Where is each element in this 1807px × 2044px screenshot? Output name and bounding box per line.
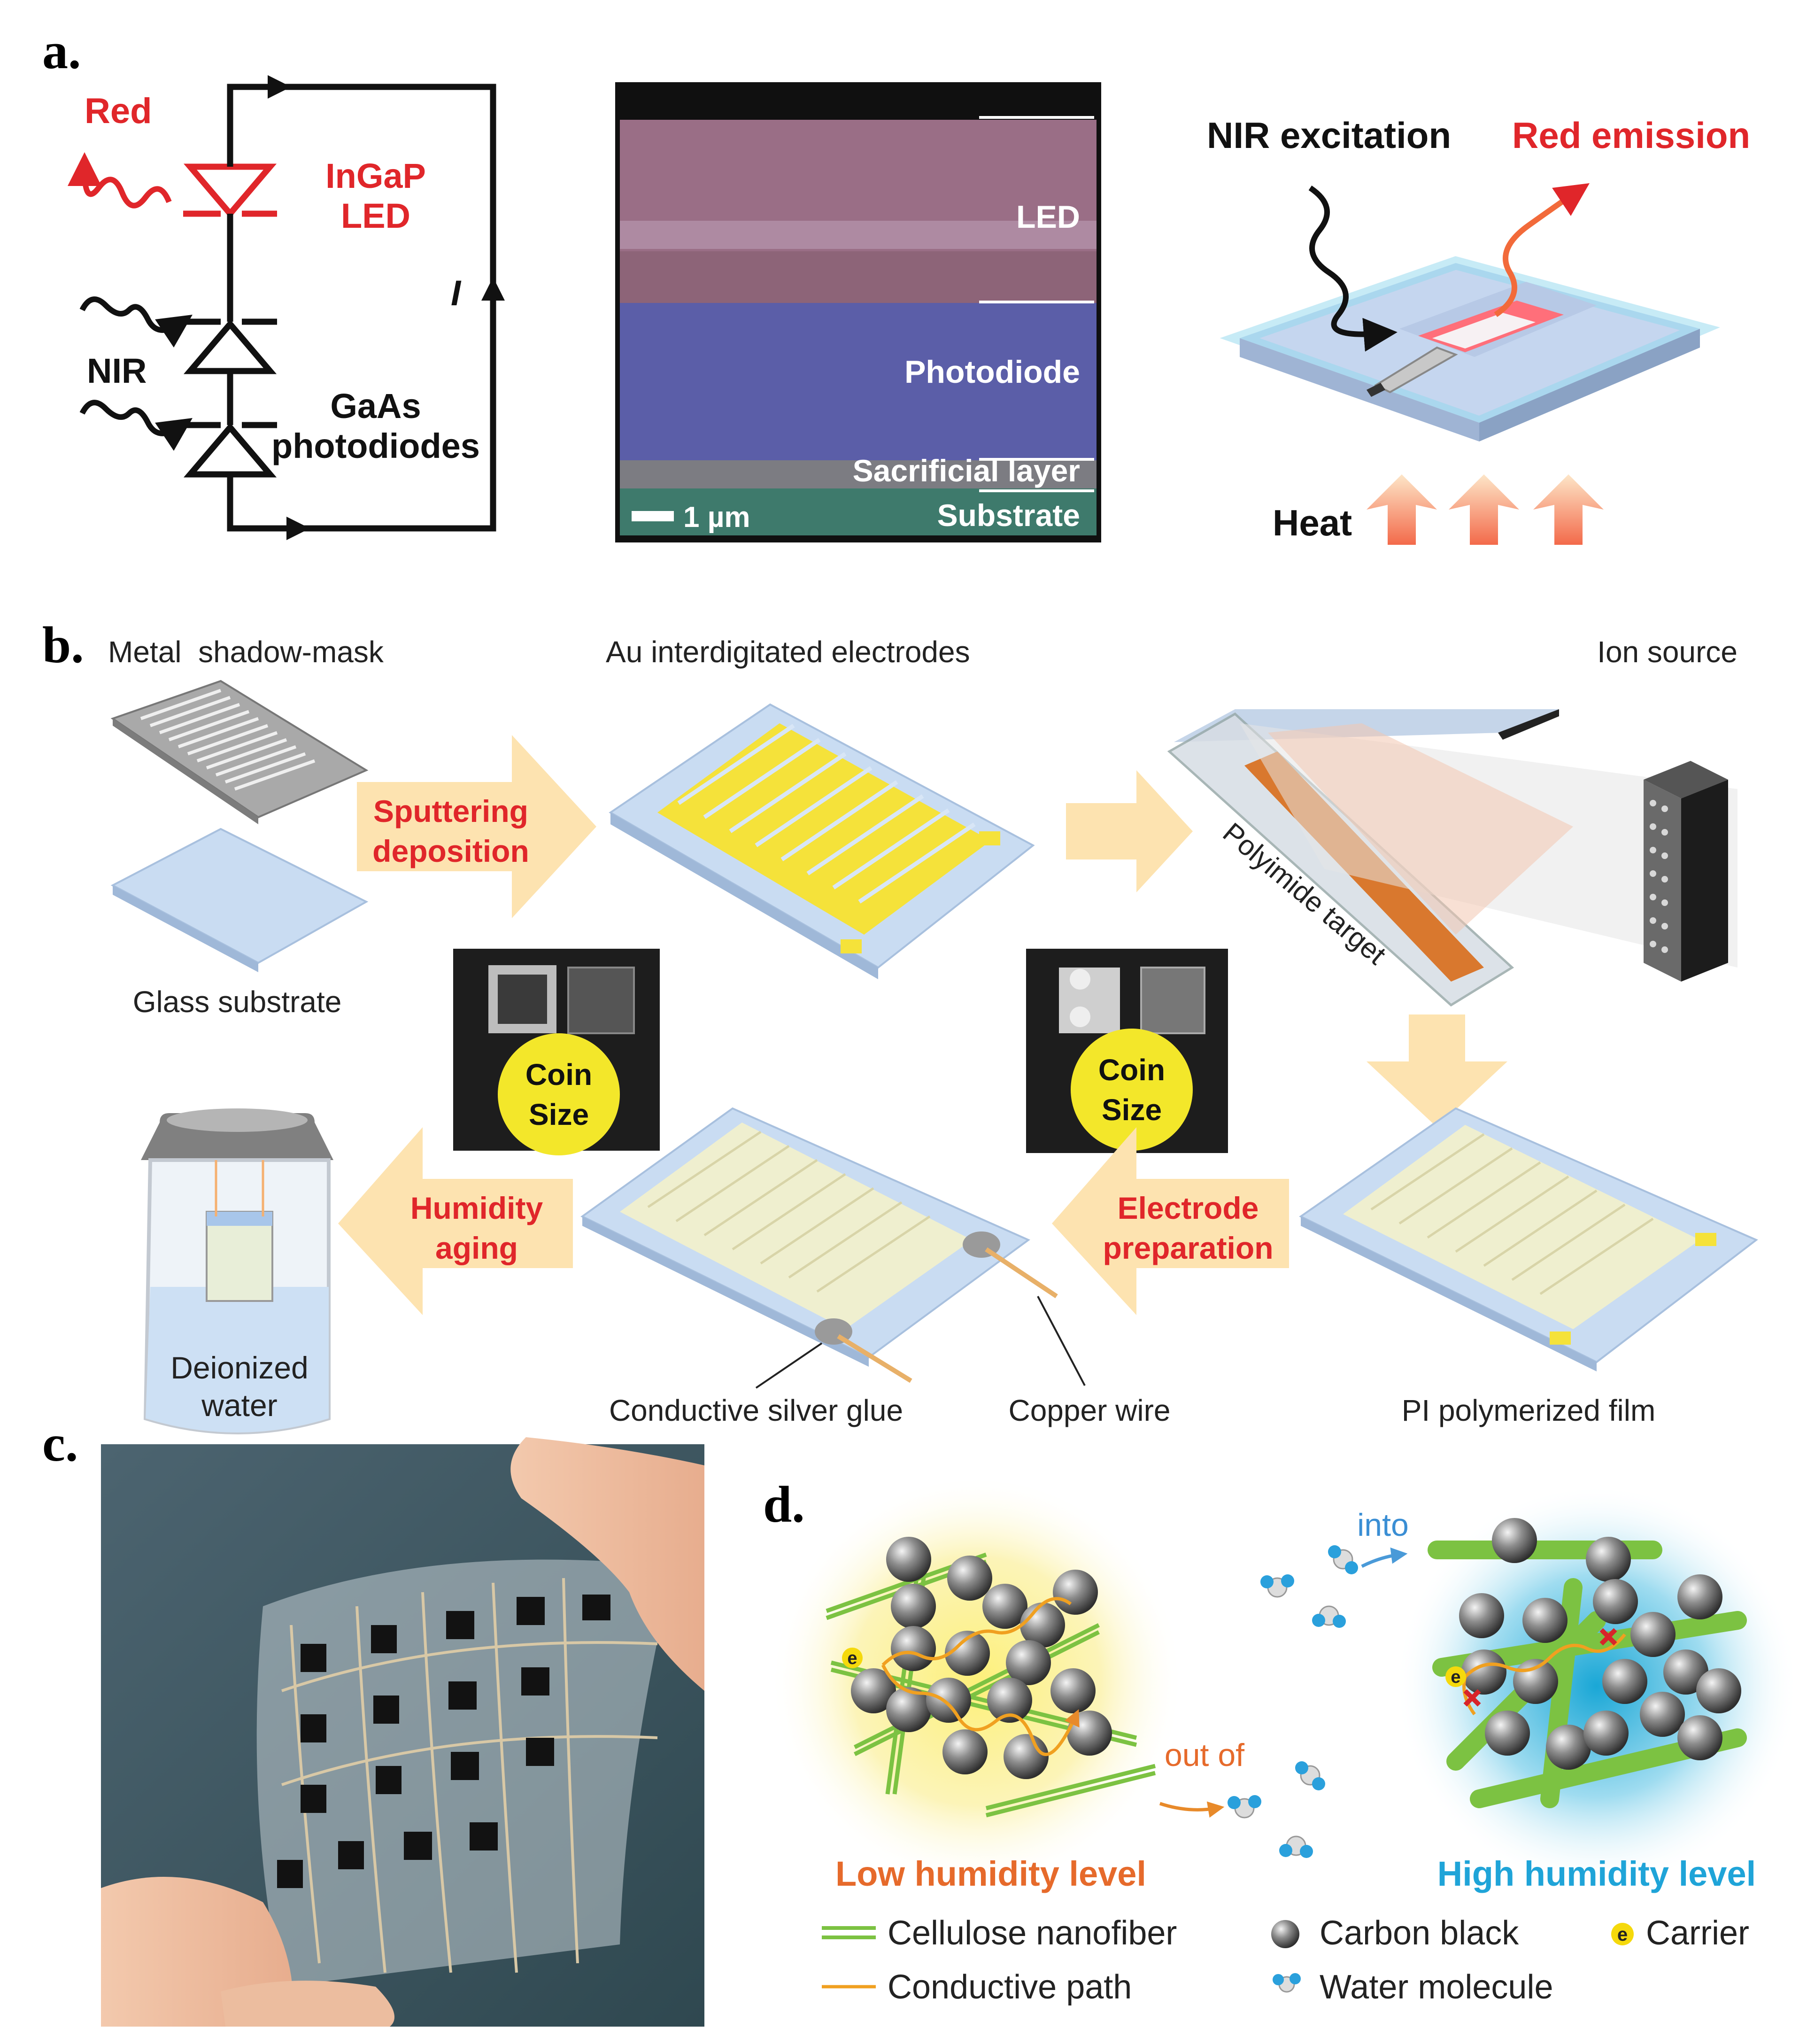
humidity-aging-label-1: Humidity: [410, 1191, 543, 1225]
coin-text-2b: Size: [1102, 1093, 1162, 1127]
metal-mask-label: Metal shadow-mask: [108, 635, 384, 669]
silver-glue-label: Conductive silver glue: [609, 1394, 903, 1427]
sputtering-arrow: [357, 735, 596, 918]
legend: [822, 1920, 1634, 1993]
diode-symbols: [183, 87, 277, 528]
legend-carrier: Carrier: [1646, 1914, 1749, 1952]
au-electrodes-label: Au interdigitated electrodes: [606, 635, 970, 669]
electrode-prep-label-1: Electrode: [1118, 1191, 1259, 1225]
nir-wave-2: [79, 400, 193, 451]
deionized-label-1: Deionized: [170, 1350, 309, 1385]
into-arrow: [1361, 1547, 1408, 1568]
sputtering-label-1: Sputtering: [373, 794, 528, 828]
au-electrode-chip: [609, 703, 1035, 979]
arrow-down: [1367, 1014, 1507, 1127]
glass-substrate: [110, 828, 369, 972]
red-emission-arrow: [1494, 183, 1590, 317]
high-carbon-black: [1459, 1518, 1741, 1770]
heat-arrows: [1367, 474, 1604, 545]
copper-wire-label: Copper wire: [1008, 1394, 1170, 1427]
humidity-aging-label-2: aging: [435, 1231, 518, 1265]
low-carrier-icon: [842, 1648, 863, 1668]
sem-image: [615, 82, 1101, 542]
nir-label: NIR: [87, 351, 147, 390]
coin-photo-1: [453, 949, 660, 1155]
sem-sacrificial-label: Sacrificial layer: [853, 453, 1080, 488]
gaas-label-2: photodiodes: [271, 426, 480, 465]
ingap-label-2: LED: [341, 196, 410, 235]
low-carrier-e: e: [847, 1649, 857, 1668]
legend-carbon: Carbon black: [1320, 1914, 1519, 1952]
high-break-marks: [1463, 1628, 1617, 1707]
into-label: into: [1357, 1507, 1409, 1543]
panel-d-label: d.: [763, 1476, 805, 1533]
glass-substrate-label: Glass substrate: [133, 985, 342, 1019]
circuit-top-arrow: [268, 75, 291, 99]
coin-text-1a: Coin: [525, 1058, 592, 1092]
flexible-sensor-photo: [101, 1437, 704, 2027]
panel-b-label: b.: [42, 616, 84, 674]
sem-led-label: LED: [1016, 199, 1080, 235]
low-humidity-label: Low humidity level: [835, 1854, 1146, 1893]
nir-excitation-wave: [1308, 186, 1398, 352]
ion-source-label: Ion source: [1597, 635, 1738, 669]
arrow-to-target: [1066, 770, 1193, 892]
sem-substrate-label: Substrate: [937, 498, 1080, 533]
metal-shadow-mask: [110, 680, 369, 824]
nir-wave-1: [79, 296, 193, 348]
red-emission-label: Red emission: [1512, 115, 1750, 156]
current-label: I: [451, 273, 462, 313]
out-of-label: out of: [1165, 1737, 1244, 1773]
out-of-arrow: [1159, 1801, 1225, 1818]
deionized-water-jar: [141, 1108, 333, 1434]
led-device: [1220, 256, 1720, 441]
humidity-aging-arrow: [338, 1127, 573, 1315]
circuit-bottom-arrow: [286, 517, 310, 540]
electrode-prep-arrow: [1052, 1127, 1289, 1315]
nir-excitation-label: NIR excitation: [1207, 115, 1451, 156]
circuit-right-arrow: [481, 277, 505, 301]
coin-photo-2: [1026, 949, 1228, 1153]
pi-film-label: PI polymerized film: [1402, 1394, 1656, 1427]
low-humidity-glow: [770, 1475, 1183, 1888]
coin-text-2a: Coin: [1098, 1053, 1165, 1087]
ingap-label-1: InGaP: [325, 156, 426, 195]
electrode-prep-label-2: preparation: [1103, 1231, 1273, 1265]
low-conductive-path: [881, 1597, 1075, 1756]
final-sensor-device: [580, 1107, 1086, 1389]
gaas-label-1: GaAs: [330, 387, 421, 426]
legend-carrier-e: e: [1617, 1924, 1628, 1945]
legend-water: Water molecule: [1320, 1968, 1553, 2006]
high-humidity-label: High humidity level: [1437, 1854, 1756, 1893]
high-carrier-e: e: [1451, 1667, 1460, 1687]
legend-cellulose: Cellulose nanofiber: [888, 1914, 1177, 1952]
coin-text-1b: Size: [529, 1098, 589, 1131]
high-carrier-icon: [1445, 1666, 1466, 1687]
water-molecules: [1228, 1545, 1358, 1858]
sem-photodiode-label: Photodiode: [904, 354, 1080, 390]
pi-film-device: [1299, 1107, 1758, 1371]
low-carbon-black: [851, 1537, 1112, 1779]
panel-a-label: a.: [42, 22, 81, 79]
heat-label: Heat: [1273, 502, 1352, 543]
sputtering-label-2: deposition: [372, 834, 529, 868]
panel-c-label: c.: [42, 1415, 78, 1472]
red-label: Red: [85, 91, 152, 131]
ion-chamber: [1167, 709, 1738, 1007]
deionized-label-2: water: [201, 1388, 277, 1423]
red-emission-wave: [68, 152, 172, 209]
legend-path: Conductive path: [888, 1968, 1132, 2006]
sem-scale-label: 1 µm: [683, 501, 750, 534]
